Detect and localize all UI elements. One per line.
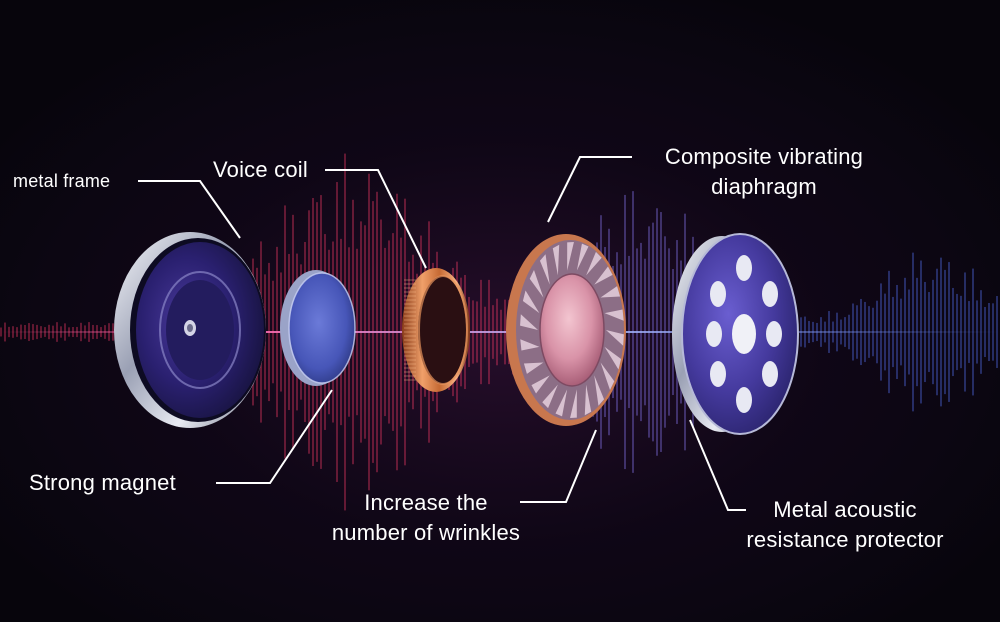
light-axis-line [0, 331, 1000, 333]
leader-protector [689, 419, 746, 511]
label-composite-diaphragm: Composite vibrating diaphragm [636, 142, 892, 201]
label-wrinkles-line1: Increase the [364, 490, 488, 515]
voice-coil-ring-icon [402, 268, 470, 392]
diaphragm-wrinkle [594, 375, 605, 406]
metal-frame-icon [114, 232, 266, 428]
label-protector-line2: resistance protector [746, 526, 944, 552]
diaphragm-wrinkle [539, 254, 550, 285]
diaphragm-wrinkle [529, 269, 544, 298]
diaphragm-wrinkle [520, 314, 538, 330]
diaphragm-wrinkle [600, 286, 621, 298]
diaphragm-wrinkle [570, 389, 577, 418]
leader-strong-magnet [216, 389, 333, 484]
leader-composite [547, 156, 632, 223]
protector-hole [736, 387, 752, 413]
diaphragm-wrinkle [523, 362, 544, 374]
label-voice-coil: Voice coil [213, 157, 308, 182]
diaphragm-wrinkle [594, 266, 613, 285]
protector-hole [762, 361, 778, 387]
leader-wrinkles [520, 429, 597, 503]
diaphragm-wrinkle [586, 251, 602, 276]
protector-hole [710, 361, 726, 387]
diaphragm-wrinkle [606, 330, 624, 346]
diaphragm-wrinkle [584, 384, 592, 416]
diaphragm-wrinkle [522, 290, 540, 314]
label-composite-line1: Composite vibrating [664, 144, 864, 169]
diaphragm-wrinkle [542, 384, 558, 409]
diaphragm-icon [506, 234, 626, 426]
protector-hole [706, 321, 722, 347]
leader-metal-frame [138, 180, 241, 239]
protector-hole [710, 281, 726, 307]
diaphragm-wrinkle [520, 339, 540, 351]
label-metal-frame: metal frame [13, 171, 111, 191]
diaphragm-wrinkle [567, 242, 574, 271]
label-wrinkles: Increase the number of wrinkles [304, 488, 548, 547]
label-strong-magnet: Strong magnet [29, 470, 176, 495]
diaphragm-wrinkle [552, 244, 560, 276]
diaphragm-wrinkle [604, 309, 624, 321]
protector-center-hole [732, 314, 756, 354]
leader-voice-coil [325, 169, 427, 269]
label-protector: Metal acoustic resistance protector [720, 495, 970, 554]
magnet-disc-icon [280, 270, 356, 386]
perforated-protector-icon [672, 233, 799, 435]
diaphragm-wrinkle [555, 389, 568, 417]
label-protector-line1: Metal acoustic [773, 497, 917, 522]
diaphragm-wrinkle [531, 375, 550, 394]
diaphragm-wrinkle [600, 362, 615, 391]
diaphragm-wrinkle [604, 346, 622, 370]
leader-lines [138, 156, 746, 511]
label-composite-line2: diaphragm [711, 173, 817, 199]
label-wrinkles-line2: number of wrinkles [331, 519, 521, 545]
protector-hole [736, 255, 752, 281]
diaphragm-wrinkle [576, 243, 589, 271]
protector-hole [766, 321, 782, 347]
protector-hole [762, 281, 778, 307]
